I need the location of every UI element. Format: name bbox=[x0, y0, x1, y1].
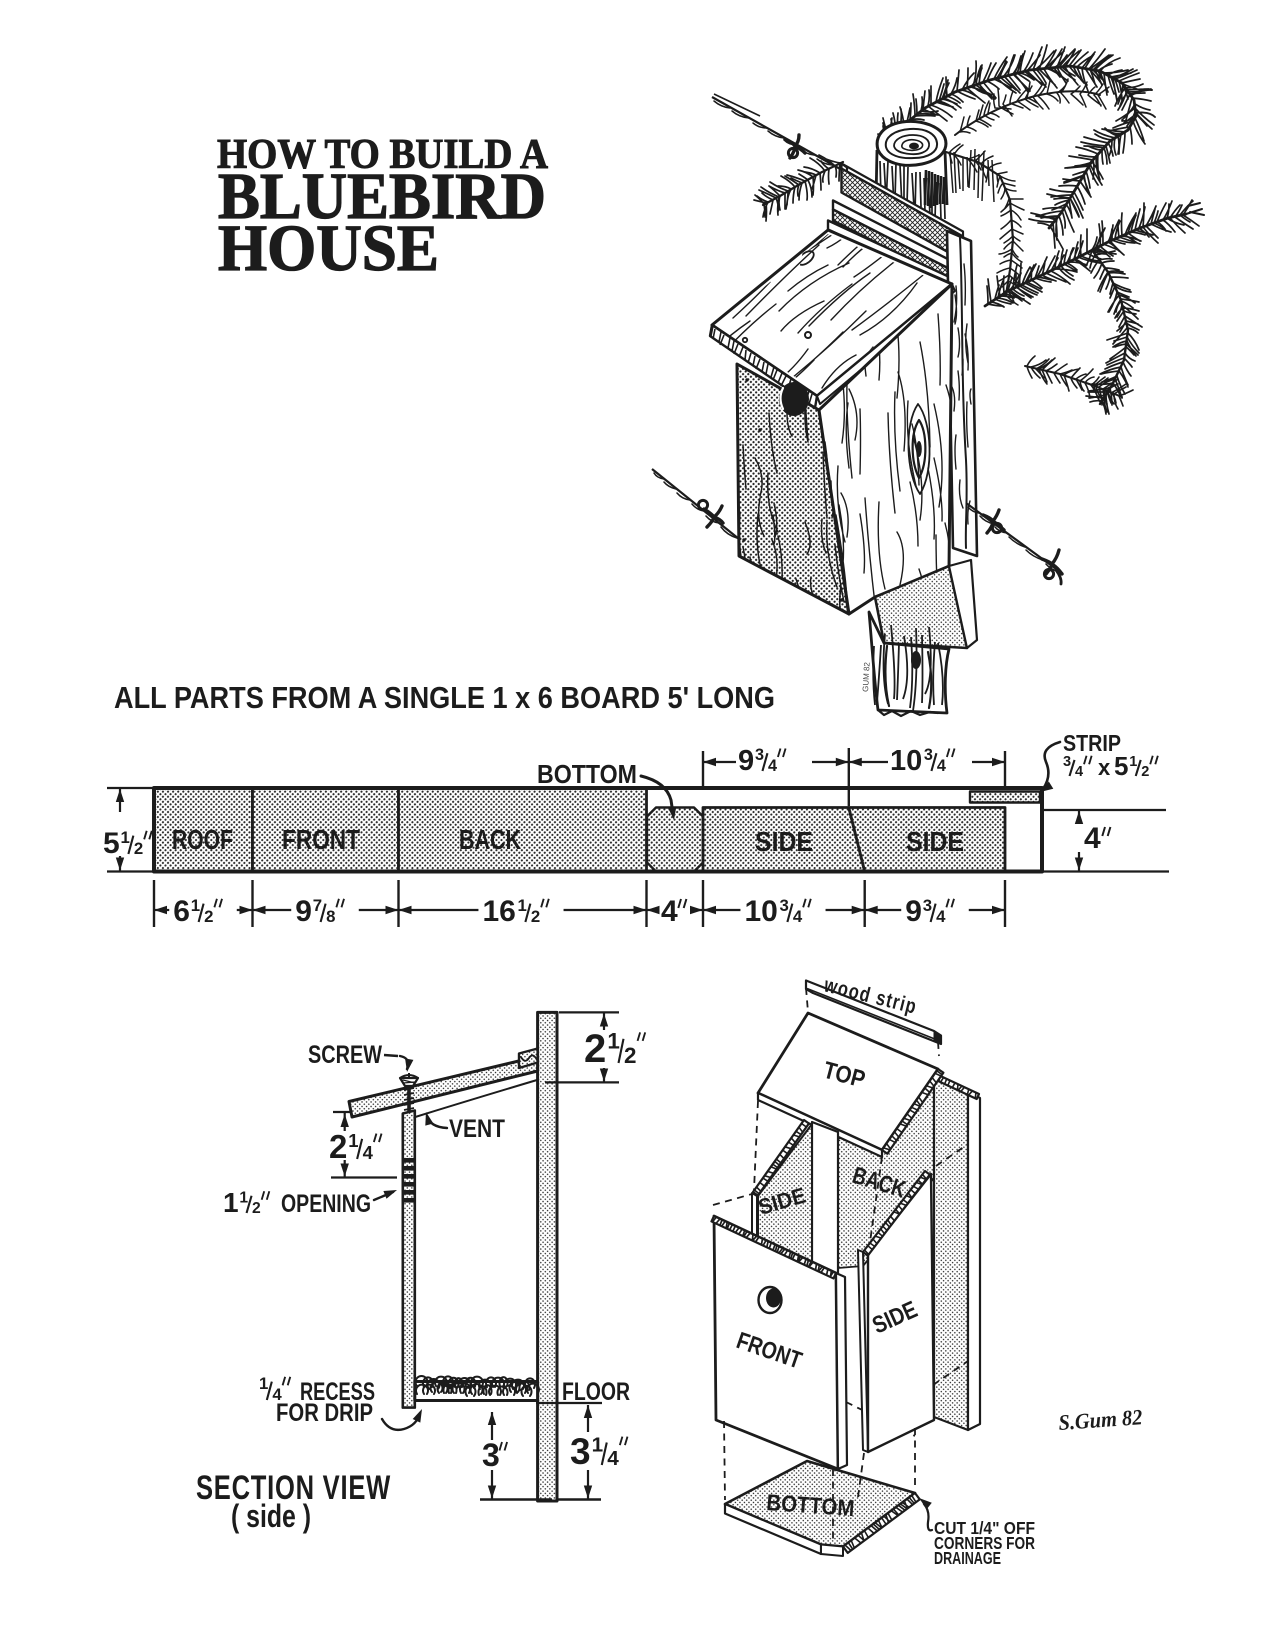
svg-text:4: 4 bbox=[607, 1447, 619, 1470]
svg-text:HOW TO BUILD A: HOW TO BUILD A bbox=[217, 132, 549, 178]
svg-text:x: x bbox=[1098, 755, 1111, 780]
svg-text:SCREW: SCREW bbox=[308, 1041, 382, 1069]
svg-text:CORNERS FOR: CORNERS FOR bbox=[934, 1533, 1035, 1553]
svg-text:ALL PARTS FROM A SINGLE 1 x 6: ALL PARTS FROM A SINGLE 1 x 6 BOARD 5' L… bbox=[114, 680, 775, 715]
svg-text:7: 7 bbox=[313, 896, 322, 915]
svg-text:VENT: VENT bbox=[449, 1115, 505, 1143]
svg-text:3: 3 bbox=[924, 746, 933, 764]
svg-text:4: 4 bbox=[661, 895, 678, 928]
svg-text:4: 4 bbox=[793, 907, 803, 926]
svg-text:1: 1 bbox=[1129, 754, 1137, 770]
svg-text:2: 2 bbox=[624, 1043, 636, 1068]
svg-text:9: 9 bbox=[905, 895, 922, 928]
svg-text:10: 10 bbox=[890, 745, 922, 777]
svg-text:1: 1 bbox=[348, 1130, 358, 1151]
svg-text:1: 1 bbox=[239, 1189, 248, 1206]
svg-text:CUT 1/4" OFF: CUT 1/4" OFF bbox=[934, 1518, 1035, 1538]
svg-text:FOR DRIP: FOR DRIP bbox=[276, 1399, 373, 1427]
svg-text:4: 4 bbox=[363, 1142, 374, 1163]
svg-text:10: 10 bbox=[744, 895, 777, 928]
svg-text:2: 2 bbox=[329, 1128, 347, 1165]
svg-text:BACK: BACK bbox=[459, 824, 521, 855]
svg-text:SECTION VIEW: SECTION VIEW bbox=[196, 1469, 391, 1507]
svg-text:1: 1 bbox=[191, 896, 200, 915]
svg-text:4: 4 bbox=[937, 757, 946, 775]
svg-text:9: 9 bbox=[738, 745, 754, 777]
svg-text:2: 2 bbox=[204, 907, 213, 926]
svg-text:1: 1 bbox=[121, 828, 130, 847]
svg-text:BLUEBIRD: BLUEBIRD bbox=[218, 160, 546, 233]
svg-text:4: 4 bbox=[1075, 764, 1084, 780]
svg-text:6: 6 bbox=[173, 895, 190, 928]
svg-text:S.Gum 82: S.Gum 82 bbox=[1058, 1404, 1144, 1435]
svg-text:3: 3 bbox=[780, 896, 789, 915]
svg-text:3: 3 bbox=[570, 1431, 591, 1472]
svg-text:FRONT: FRONT bbox=[282, 824, 360, 855]
svg-text:5: 5 bbox=[1114, 751, 1128, 781]
svg-text:SIDE: SIDE bbox=[906, 826, 964, 857]
svg-text:2: 2 bbox=[134, 839, 143, 858]
svg-text:GUM 82: GUM 82 bbox=[861, 661, 872, 692]
svg-text:2: 2 bbox=[252, 1200, 261, 1217]
svg-text:3: 3 bbox=[482, 1437, 500, 1473]
svg-text:STRIP: STRIP bbox=[1063, 730, 1121, 756]
svg-text:BOTTOM: BOTTOM bbox=[766, 1489, 856, 1521]
svg-text:3: 3 bbox=[755, 746, 764, 764]
svg-text:1: 1 bbox=[607, 1028, 619, 1053]
svg-text:RECESS: RECESS bbox=[300, 1378, 375, 1406]
svg-text:3: 3 bbox=[1063, 754, 1071, 770]
svg-text:SIDE: SIDE bbox=[755, 826, 813, 857]
svg-text:1: 1 bbox=[518, 896, 527, 915]
svg-text:2: 2 bbox=[531, 907, 540, 926]
svg-text:HOUSE: HOUSE bbox=[218, 212, 439, 285]
svg-text:4: 4 bbox=[272, 1385, 282, 1404]
svg-text:4: 4 bbox=[768, 757, 777, 775]
svg-text:2: 2 bbox=[1141, 764, 1149, 780]
svg-text:1: 1 bbox=[223, 1187, 239, 1218]
svg-text:9: 9 bbox=[295, 895, 312, 928]
svg-text:3: 3 bbox=[923, 896, 932, 915]
svg-text:ROOF: ROOF bbox=[172, 824, 233, 855]
svg-text:( side ): ( side ) bbox=[231, 1498, 311, 1534]
svg-text:4: 4 bbox=[936, 907, 946, 926]
svg-text:DRAINAGE: DRAINAGE bbox=[934, 1548, 1001, 1568]
svg-text:1: 1 bbox=[592, 1433, 604, 1456]
svg-text:8: 8 bbox=[326, 907, 335, 926]
svg-text:4: 4 bbox=[1084, 822, 1101, 855]
svg-text:BOTTOM: BOTTOM bbox=[537, 759, 637, 789]
svg-text:16: 16 bbox=[482, 895, 515, 928]
svg-text:2: 2 bbox=[584, 1027, 606, 1071]
svg-text:FLOOR: FLOOR bbox=[562, 1378, 630, 1406]
svg-text:1: 1 bbox=[259, 1374, 268, 1393]
svg-text:5: 5 bbox=[103, 827, 120, 860]
svg-text:OPENING: OPENING bbox=[281, 1190, 371, 1218]
